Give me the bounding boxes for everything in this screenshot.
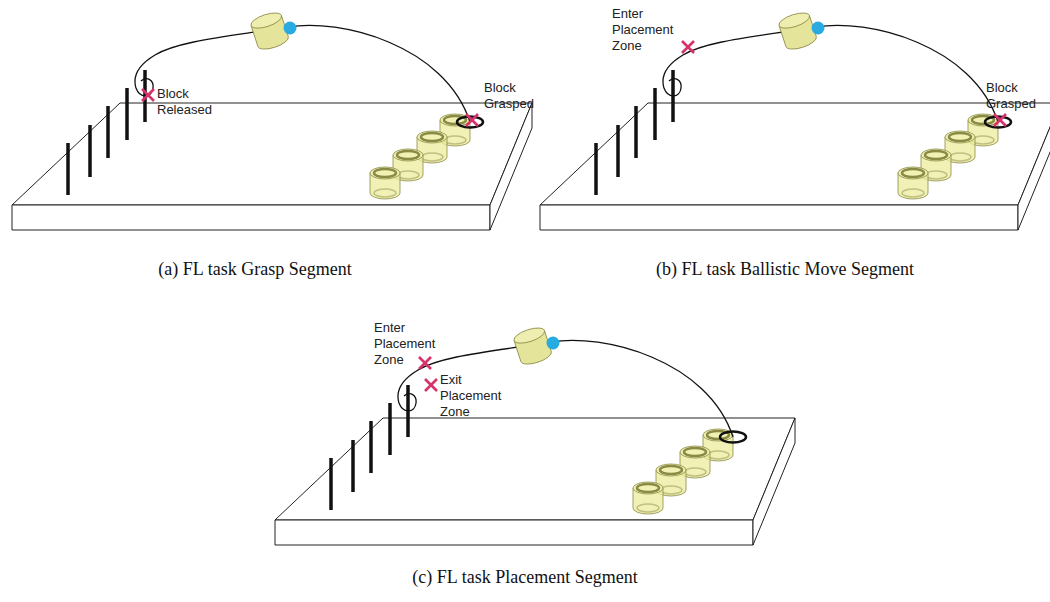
event-label: Enter Placement Zone bbox=[374, 320, 446, 368]
event-label: Block Grasped bbox=[484, 80, 544, 112]
subfigure-caption: (c) FL task Placement Segment bbox=[412, 566, 637, 588]
event-label: Block Released bbox=[157, 86, 219, 118]
subfigure-caption: (a) FL task Grasp Segment bbox=[158, 258, 351, 280]
event-label: Enter Placement Zone bbox=[612, 6, 684, 54]
event-label: Exit Placement Zone bbox=[440, 372, 512, 420]
event-label: Block Grasped bbox=[986, 80, 1046, 112]
subfigure-caption: (b) FL task Ballistic Move Segment bbox=[656, 258, 914, 280]
